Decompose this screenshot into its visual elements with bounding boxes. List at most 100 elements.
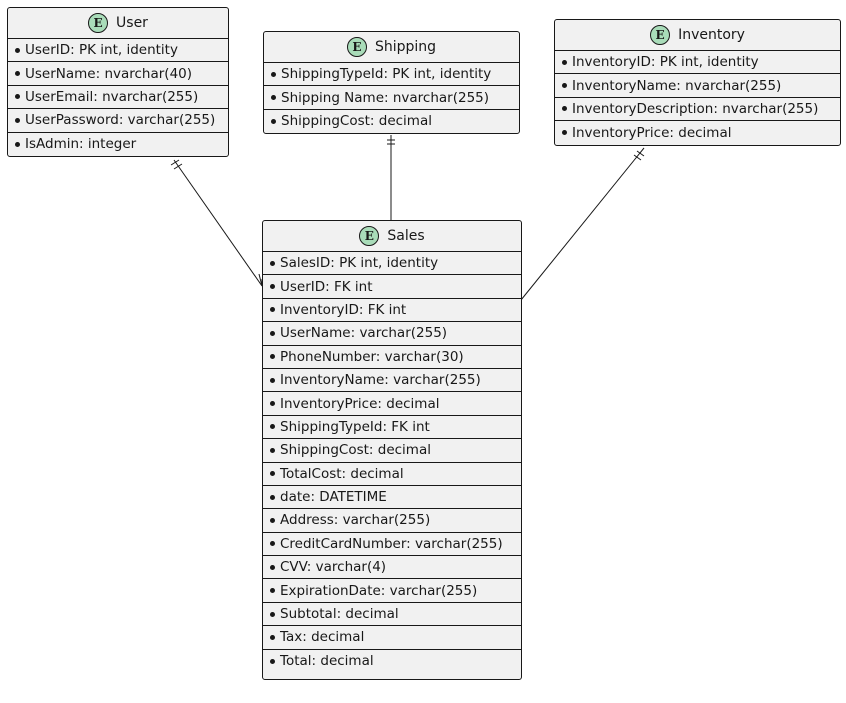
mandatory-bullet-icon bbox=[15, 47, 20, 53]
entity-field: InventoryPrice: decimal bbox=[263, 392, 521, 416]
field-label: UserID: PK int, identity bbox=[25, 42, 178, 59]
entity-title: User bbox=[116, 15, 148, 31]
entity-header: E Sales bbox=[263, 221, 521, 252]
entity-field: InventoryID: FK int bbox=[263, 299, 521, 323]
mandatory-bullet-icon bbox=[270, 260, 275, 266]
entity-field: CVV: varchar(4) bbox=[263, 556, 521, 580]
field-label: InventoryDescription: nvarchar(255) bbox=[572, 100, 819, 117]
mandatory-bullet-icon bbox=[15, 141, 20, 147]
entity-field: UserID: PK int, identity bbox=[8, 39, 228, 63]
mandatory-bullet-icon bbox=[270, 564, 275, 570]
one-marker-user bbox=[170, 159, 180, 166]
entity-field: ShippingCost: decimal bbox=[263, 439, 521, 463]
field-label: Total: decimal bbox=[280, 653, 374, 670]
field-label: InventoryName: varchar(255) bbox=[280, 372, 481, 389]
entity-icon: E bbox=[346, 37, 367, 57]
field-label: ShippingTypeId: FK int bbox=[280, 418, 430, 435]
one-marker-user bbox=[173, 163, 183, 170]
entity-field: TotalCost: decimal bbox=[263, 463, 521, 486]
field-label: CVV: varchar(4) bbox=[280, 559, 387, 576]
mandatory-bullet-icon bbox=[271, 95, 276, 101]
mandatory-bullet-icon bbox=[270, 494, 275, 500]
field-label: TotalCost: decimal bbox=[280, 465, 404, 482]
mandatory-bullet-icon bbox=[270, 424, 275, 430]
field-label: Address: varchar(255) bbox=[280, 512, 431, 529]
entity-title: Sales bbox=[387, 228, 425, 244]
field-label: InventoryName: nvarchar(255) bbox=[572, 77, 782, 94]
mandatory-bullet-icon bbox=[270, 611, 275, 617]
field-label: ShippingCost: decimal bbox=[281, 113, 432, 130]
field-label: CreditCardNumber: varchar(255) bbox=[280, 535, 503, 552]
mandatory-bullet-icon bbox=[270, 401, 275, 407]
field-label: UserEmail: nvarchar(255) bbox=[25, 88, 199, 105]
entity-field: UserPassword: varchar(255) bbox=[8, 109, 228, 133]
field-label: UserName: nvarchar(40) bbox=[25, 65, 193, 82]
field-label: InventoryPrice: decimal bbox=[280, 395, 440, 412]
field-label: ExpirationDate: varchar(255) bbox=[280, 582, 478, 599]
entity-field: Subtotal: decimal bbox=[263, 603, 521, 627]
entity-field: Total: decimal bbox=[263, 650, 521, 673]
mandatory-bullet-icon bbox=[270, 634, 275, 640]
field-label: ShippingCost: decimal bbox=[280, 442, 431, 459]
mandatory-bullet-icon bbox=[271, 118, 276, 124]
mandatory-bullet-icon bbox=[270, 330, 275, 336]
mandatory-bullet-icon bbox=[15, 94, 20, 100]
entity-field: ShippingTypeId: PK int, identity bbox=[264, 63, 519, 87]
field-label: UserPassword: varchar(255) bbox=[25, 112, 216, 129]
field-label: UserID: FK int bbox=[280, 278, 373, 295]
entity-field: UserEmail: nvarchar(255) bbox=[8, 86, 228, 110]
field-label: UserName: varchar(255) bbox=[280, 325, 448, 342]
mandatory-bullet-icon bbox=[270, 354, 275, 360]
entity-shipping[interactable]: E Shipping ShippingTypeId: PK int, ident… bbox=[263, 31, 520, 135]
field-label: date: DATETIME bbox=[280, 489, 387, 506]
mandatory-bullet-icon bbox=[562, 106, 567, 112]
entity-inventory[interactable]: E Inventory InventoryID: PK int, identit… bbox=[554, 19, 841, 146]
one-marker-inventory bbox=[633, 154, 642, 161]
field-label: ShippingTypeId: PK int, identity bbox=[281, 66, 492, 83]
entity-field: SalesID: PK int, identity bbox=[263, 252, 521, 276]
entity-field: InventoryPrice: decimal bbox=[555, 121, 840, 144]
mandatory-bullet-icon bbox=[271, 71, 276, 77]
relationship-user-sales bbox=[173, 159, 263, 287]
entity-icon: E bbox=[650, 25, 671, 45]
entity-footer bbox=[263, 673, 521, 679]
mandatory-bullet-icon bbox=[270, 658, 275, 664]
mandatory-bullet-icon bbox=[270, 588, 275, 594]
entity-field: Address: varchar(255) bbox=[263, 509, 521, 533]
entity-field: date: DATETIME bbox=[263, 486, 521, 510]
entity-field: ShippingCost: decimal bbox=[264, 110, 519, 133]
entity-field: InventoryName: nvarchar(255) bbox=[555, 74, 840, 98]
field-label: Shipping Name: nvarchar(255) bbox=[281, 89, 490, 106]
entity-field: PhoneNumber: varchar(30) bbox=[263, 346, 521, 369]
relationship-inventory-sales bbox=[520, 147, 645, 301]
field-label: IsAdmin: integer bbox=[25, 136, 137, 153]
field-label: Subtotal: decimal bbox=[280, 606, 399, 623]
entity-field: InventoryID: PK int, identity bbox=[555, 51, 840, 75]
entity-field: Shipping Name: nvarchar(255) bbox=[264, 86, 519, 110]
mandatory-bullet-icon bbox=[270, 517, 275, 523]
mandatory-bullet-icon bbox=[562, 130, 567, 136]
mandatory-bullet-icon bbox=[270, 284, 275, 290]
entity-header: E User bbox=[8, 8, 228, 39]
field-label: SalesID: PK int, identity bbox=[280, 255, 439, 272]
mandatory-bullet-icon bbox=[270, 541, 275, 547]
field-label: InventoryID: FK int bbox=[280, 301, 407, 318]
entity-field: ExpirationDate: varchar(255) bbox=[263, 579, 521, 603]
mandatory-bullet-icon bbox=[270, 471, 275, 477]
entity-field: UserName: varchar(255) bbox=[263, 322, 521, 346]
field-label: Tax: decimal bbox=[280, 629, 365, 646]
entity-field: UserID: FK int bbox=[263, 275, 521, 299]
entity-title: Shipping bbox=[374, 39, 437, 55]
mandatory-bullet-icon bbox=[270, 447, 275, 453]
entity-field: InventoryName: varchar(255) bbox=[263, 369, 521, 393]
mandatory-bullet-icon bbox=[15, 71, 20, 77]
entity-title: Inventory bbox=[678, 27, 745, 43]
entity-field: CreditCardNumber: varchar(255) bbox=[263, 533, 521, 557]
mandatory-bullet-icon bbox=[270, 307, 275, 313]
